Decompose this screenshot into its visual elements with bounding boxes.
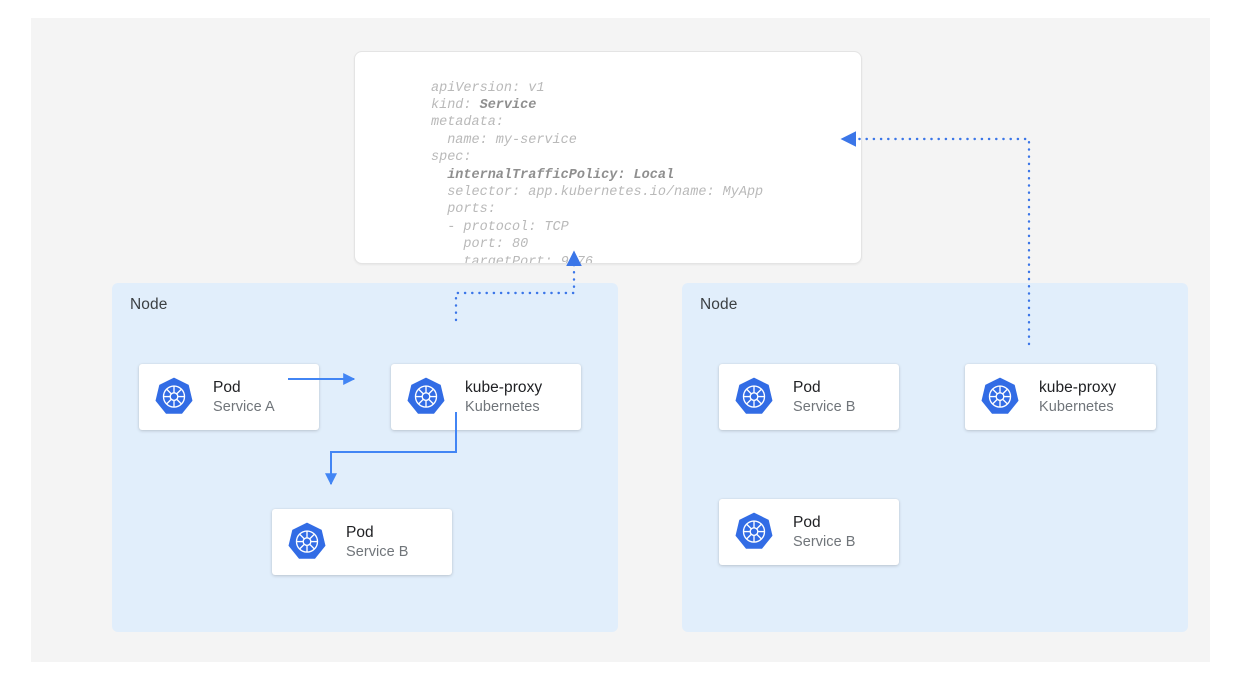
yaml-line-spec: spec: [431,150,472,166]
card-text: Pod Service B [793,513,856,552]
card-title: Pod [793,513,821,531]
yaml-line-apiversion: apiVersion: v1 [431,80,545,96]
yaml-line-kind: kind: Service [431,97,537,113]
card-title: Pod [213,378,241,396]
service-yaml-card: apiVersion: v1 kind: Service metadata: n… [354,51,862,264]
yaml-line-name: name: my-service [431,132,577,148]
card-text: Pod Service A [213,378,275,417]
card-title: kube-proxy [465,378,543,396]
kubernetes-logo-icon [288,522,326,559]
card-pod-service-a[interactable]: Pod Service A [139,364,319,430]
node-label-left: Node [130,296,168,313]
card-pod-service-b-right-top[interactable]: Pod Service B [719,364,899,430]
kubernetes-logo-icon [735,512,773,549]
yaml-line-port: port: 80 [431,237,529,253]
diagram-panel: apiVersion: v1 kind: Service metadata: n… [31,18,1210,662]
node-container-right: Node [682,283,1188,632]
card-pod-service-b-right-bottom[interactable]: Pod Service B [719,499,899,565]
yaml-line-targetport: targetPort: 9376 [431,254,594,264]
yaml-line-ports: ports: [431,202,496,218]
node-label-right: Node [700,296,738,313]
node-container-left: Node [112,283,618,632]
card-kube-proxy-left[interactable]: kube-proxy Kubernetes [391,364,581,430]
card-subtitle: Kubernetes [1039,398,1114,415]
card-title: kube-proxy [1039,378,1117,396]
card-text: kube-proxy Kubernetes [465,378,542,417]
card-text: kube-proxy Kubernetes [1039,378,1116,417]
card-title: Pod [793,378,821,396]
kubernetes-logo-icon [155,377,193,414]
yaml-line-internaltrafficpolicy: internalTrafficPolicy: Local [431,167,675,183]
card-text: Pod Service B [793,378,856,417]
card-title: Pod [346,523,374,541]
card-pod-service-b-left[interactable]: Pod Service B [272,509,452,575]
card-subtitle: Kubernetes [465,398,540,415]
card-subtitle: Service A [213,398,275,415]
card-subtitle: Service B [793,398,856,415]
card-text: Pod Service B [346,523,409,562]
yaml-line-metadata: metadata: [431,115,504,131]
card-subtitle: Service B [346,543,409,560]
yaml-line-protocol: - protocol: TCP [431,219,569,235]
card-subtitle: Service B [793,533,856,550]
service-yaml-code: apiVersion: v1 kind: Service metadata: n… [431,80,764,264]
kubernetes-logo-icon [735,377,773,414]
kubernetes-logo-icon [407,377,445,414]
yaml-line-selector: selector: app.kubernetes.io/name: MyApp [431,184,764,200]
card-kube-proxy-right[interactable]: kube-proxy Kubernetes [965,364,1156,430]
kubernetes-logo-icon [981,377,1019,414]
